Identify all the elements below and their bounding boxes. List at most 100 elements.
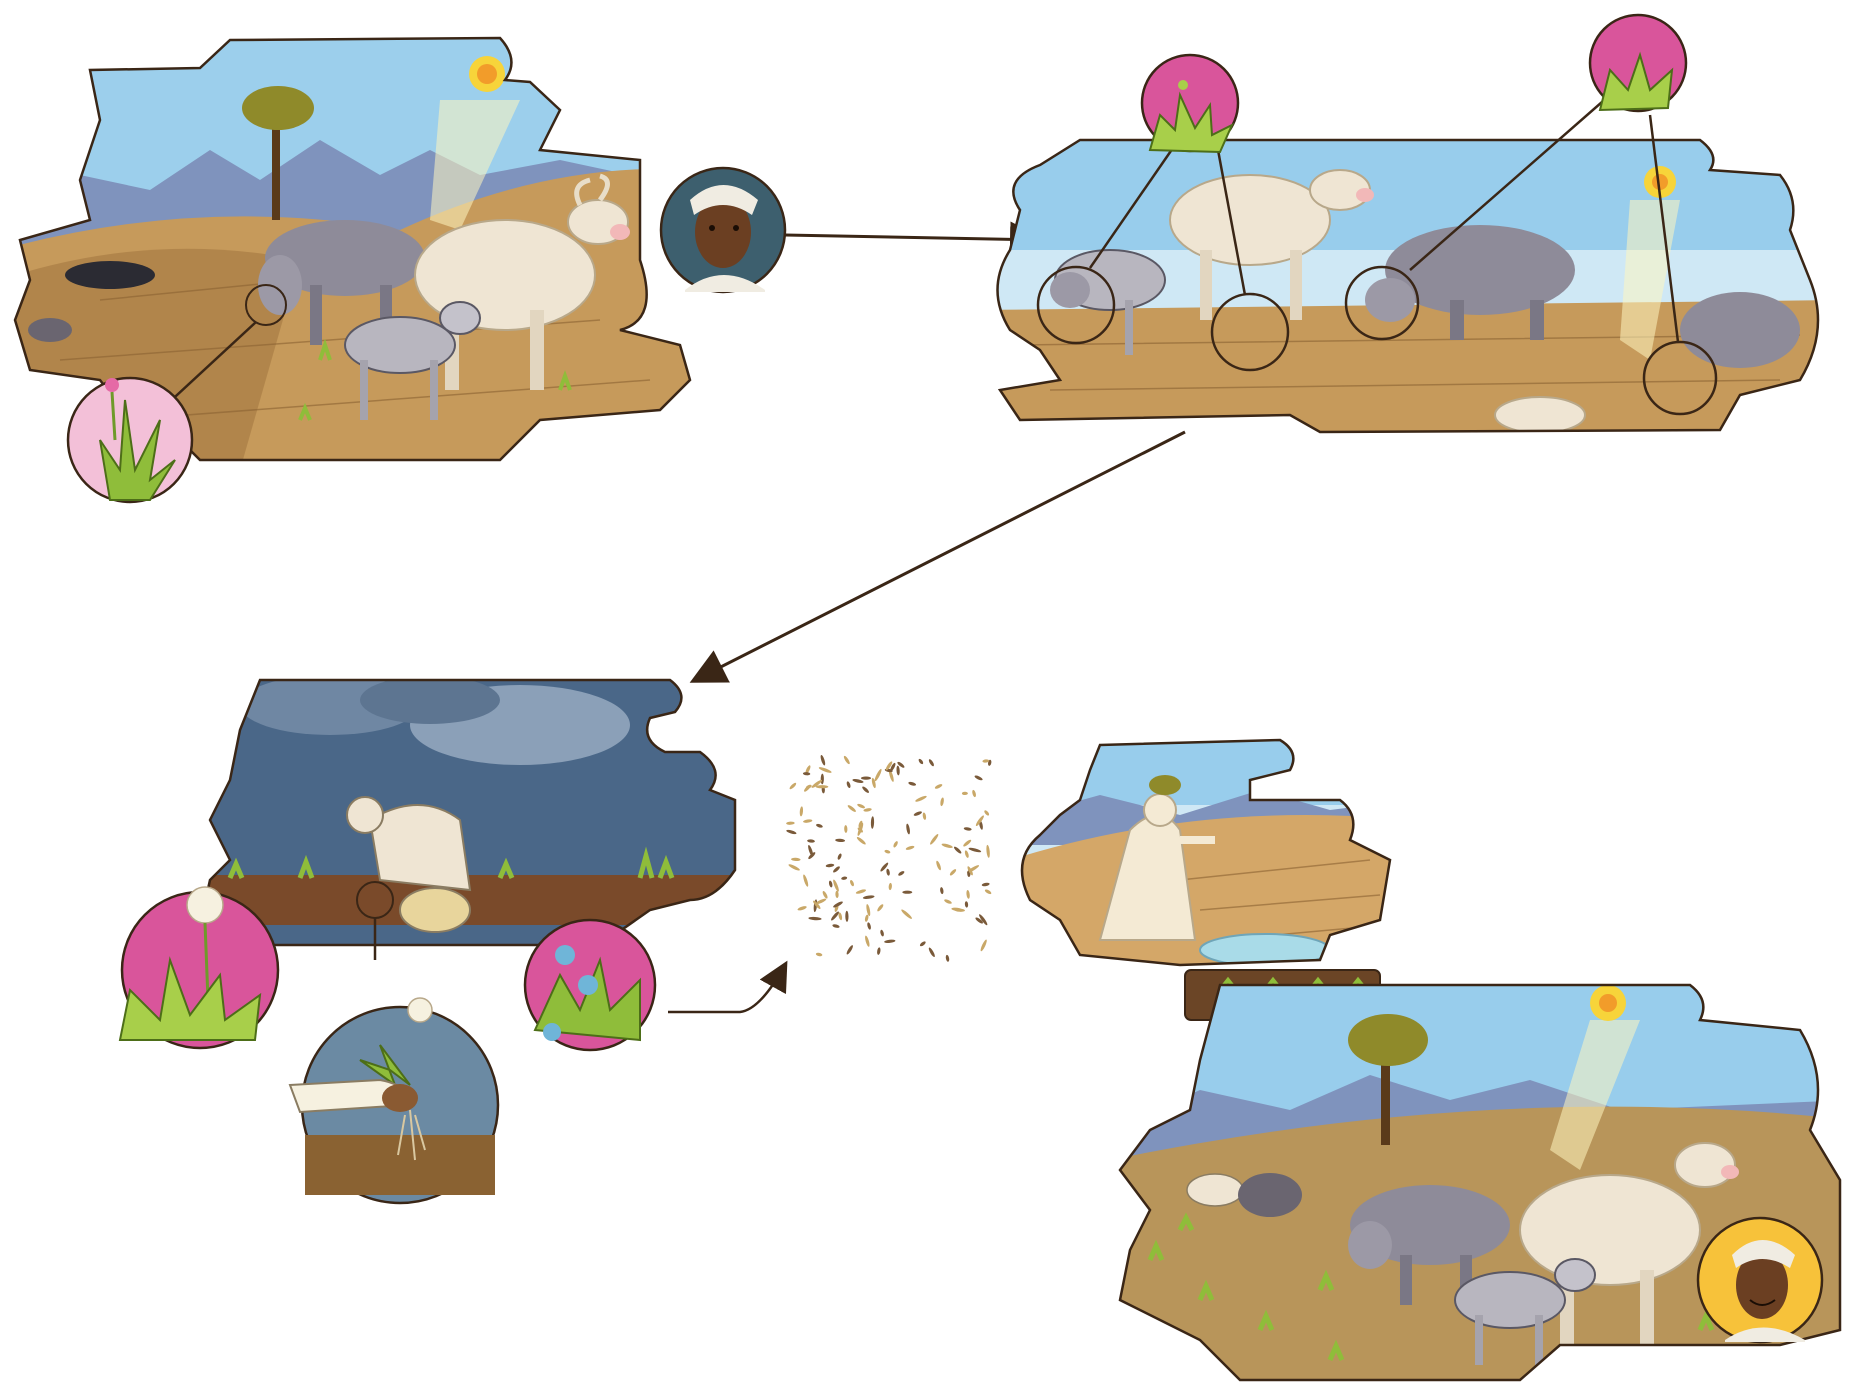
seed: [815, 952, 823, 957]
sun-icon: [1550, 985, 1640, 1170]
seed: [984, 810, 990, 816]
seed: [877, 904, 884, 912]
seed: [981, 882, 990, 887]
seed: [893, 841, 898, 848]
seed: [797, 906, 807, 911]
seed: [908, 781, 917, 786]
seed: [880, 929, 884, 937]
seed: [866, 904, 871, 917]
cattle-icon: [1348, 1185, 1510, 1305]
seed: [815, 785, 829, 789]
farmer-icon: [346, 796, 472, 933]
seed: [884, 849, 891, 854]
goat-icon: [344, 301, 481, 420]
seed: [905, 845, 915, 850]
seed: [919, 941, 926, 947]
seed: [906, 823, 910, 835]
seed: [835, 890, 839, 898]
seed: [901, 909, 912, 919]
seed: [945, 954, 950, 962]
herder-portrait-icon: [659, 166, 787, 294]
seed: [880, 862, 889, 872]
seed: [888, 882, 892, 891]
seed: [964, 901, 969, 908]
seed: [820, 773, 824, 785]
seed: [944, 899, 952, 904]
arrow-grazing-to-rain: [689, 430, 1186, 683]
seed: [808, 845, 814, 857]
seed: [799, 806, 804, 817]
seed: [850, 880, 854, 887]
seed: [816, 823, 823, 828]
seed: [982, 759, 990, 763]
seed: [786, 821, 795, 825]
seed: [974, 775, 983, 781]
sun-icon: [430, 56, 520, 230]
seed: [963, 839, 972, 847]
seed: [805, 784, 812, 789]
seed: [789, 782, 797, 790]
seed: [857, 822, 864, 836]
seed: [915, 795, 927, 802]
seed: [975, 815, 984, 827]
seed: [845, 910, 849, 922]
seed: [941, 843, 953, 848]
dead-cattle: [65, 261, 155, 289]
seed: [860, 776, 872, 780]
seed: [828, 880, 833, 888]
seed: [841, 876, 848, 880]
seed: [871, 777, 876, 789]
seed: [972, 789, 976, 798]
seed: [870, 816, 875, 829]
acacia-tree-icon: [242, 86, 314, 220]
seed: [936, 860, 941, 871]
seed: [833, 866, 840, 873]
seed: [856, 837, 866, 845]
seed: [913, 811, 922, 816]
seed: [888, 769, 894, 782]
seed: [808, 916, 822, 921]
seed: [788, 864, 800, 871]
seed: [786, 829, 797, 835]
arrow-rain-to-seeds: [668, 960, 788, 1014]
seed: [918, 758, 924, 765]
weed-plant-icon: [1140, 53, 1240, 154]
seed-pile-icon: [786, 754, 992, 962]
seed: [805, 765, 811, 774]
seed: [815, 898, 827, 905]
seed: [874, 768, 882, 782]
cattle-icon: [1365, 225, 1575, 340]
seed: [961, 791, 968, 796]
seed: [825, 863, 835, 868]
seed: [833, 879, 839, 892]
seed: [813, 900, 821, 910]
seed: [986, 844, 990, 858]
seed: [837, 853, 842, 860]
panel-livestock-grazing: [996, 13, 1820, 434]
seed: [838, 912, 843, 921]
cattle-icon: [258, 220, 425, 345]
arrow-dry-to-grazing: [784, 221, 1046, 258]
seed: [949, 869, 957, 876]
seed: [867, 922, 871, 930]
seed: [852, 779, 864, 783]
seed: [967, 866, 973, 876]
seed: [897, 761, 905, 768]
blue-flower-icon: [523, 918, 657, 1052]
seed: [811, 779, 823, 788]
weed-plant-icon: [66, 376, 194, 504]
seed: [984, 889, 992, 895]
seed: [975, 917, 983, 924]
seed: [898, 871, 905, 876]
seed: [886, 868, 890, 876]
seed: [844, 825, 848, 833]
seed: [890, 762, 896, 772]
happy-herder-icon: [1696, 1216, 1824, 1344]
seed: [928, 947, 935, 958]
seed: [831, 911, 839, 921]
seed: [862, 895, 875, 899]
storm-cloud-icon: [240, 680, 630, 765]
seed: [979, 914, 988, 926]
seed: [896, 765, 900, 776]
